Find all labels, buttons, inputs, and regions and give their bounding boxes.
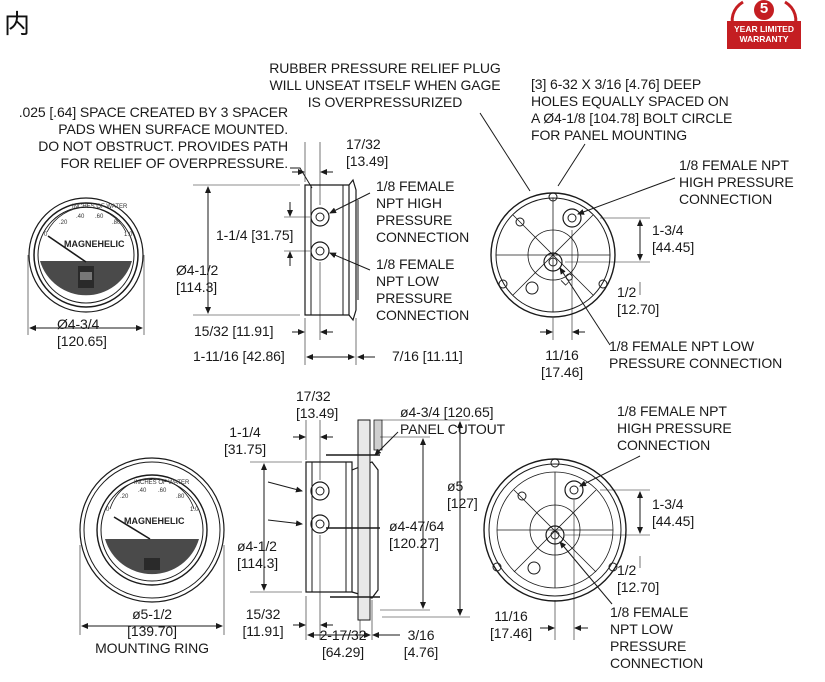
front-gauge-bottom — [80, 458, 224, 602]
bottom-rear-high: 1/8 FEMALE NPT HIGH PRESSURE CONNECTION — [617, 403, 732, 453]
top-dim-4-3-4: Ø4-3/4 [120.65] — [57, 316, 107, 349]
gauge-scale-60-top: .60 — [95, 214, 104, 220]
gauge-scale-60-bottom: .60 — [158, 488, 167, 494]
bottom-dim-2-17-32: 2-17/32 [64.29] — [319, 627, 367, 660]
bottom-rear-low: 1/8 FEMALE NPT LOW PRESSURE CONNECTION — [610, 604, 704, 671]
bottom-dim-17-32: 17/32 [13.49] — [296, 388, 339, 421]
bottom-dim-1-2: 1/2 [12.70] — [617, 562, 660, 595]
top-npt-high: 1/8 FEMALE NPT HIGH PRESSURE CONNECTION — [376, 178, 470, 245]
side-view-top — [305, 180, 358, 320]
side-view-bottom — [306, 420, 382, 620]
warranty-badge: 5 YEAR LIMITED WARRANTY — [725, 0, 803, 52]
gauge-scale-0-top: 0 — [44, 232, 48, 238]
top-npt-low: 1/8 FEMALE NPT LOW PRESSURE CONNECTION — [376, 256, 470, 323]
top-rear-low: 1/8 FEMALE NPT LOW PRESSURE CONNECTION — [609, 338, 783, 371]
top-dim-15-32: 15/32 [11.91] — [194, 323, 274, 339]
front-gauge-top — [29, 198, 143, 312]
top-dim-1-1-4: 1-1/4 [31.75] — [216, 227, 294, 243]
top-dim-11-16: 11/16 [17.46] — [540, 347, 584, 380]
bottom-dim-11-16: 11/16 [17.46] — [489, 608, 533, 641]
gauge-scale-80-bottom: .80 — [176, 494, 185, 500]
gauge-scale-100-top: 1.0 — [124, 232, 133, 238]
mounting-ring-dim: ø5-1/2 [139.70] MOUNTING RING — [95, 606, 209, 656]
top-dim-1-11-16: 1-11/16 [42.86] — [193, 348, 285, 364]
panel-cutout: ø4-3/4 [120.65] PANEL CUTOUT — [400, 404, 506, 437]
top-dim-1-3-4: 1-3/4 [44.45] — [652, 222, 695, 255]
bottom-dim-5: ø5 [127] — [447, 478, 478, 511]
rear-view-top: LO — [491, 193, 615, 317]
warranty-line2: WARRANTY — [739, 34, 789, 44]
bottom-dim-4-47-64: ø4-47/64 [120.27] — [389, 518, 445, 551]
gauge-scale-0-bottom: 0 — [106, 507, 110, 513]
warranty-number: 5 — [759, 0, 769, 17]
gauge-scale-20-bottom: .20 — [120, 494, 129, 500]
holes-note: [3] 6-32 X 3/16 [4.76] DEEP HOLES EQUALL… — [531, 76, 733, 143]
gauge-brand-bottom: MAGNEHELIC — [124, 516, 185, 526]
gauge-scale-40-top: .40 — [76, 214, 85, 220]
rear-view-bottom — [484, 459, 626, 601]
bottom-dim-1-3-4: 1-3/4 [44.45] — [652, 496, 695, 529]
bottom-dim-4-1-2: ø4-1/2 [114.3] — [237, 538, 279, 571]
spacer-note: .025 [.64] SPACE CREATED BY 3 SPACER PAD… — [18, 104, 288, 171]
gauge-scale-20-top: .20 — [59, 220, 68, 226]
bottom-dim-1-1-4: 1-1/4 [31.75] — [223, 424, 267, 457]
top-dim-7-16: 7/16 [11.11] — [392, 348, 463, 364]
gauge-units-top: INCHES OF WATER — [72, 204, 128, 210]
gauge-scale-40-bottom: .40 — [138, 488, 147, 494]
top-dim-17-32: 17/32 [13.49] — [346, 136, 389, 169]
warranty-bar — [727, 21, 801, 49]
bottom-dim-3-16: 3/16 [4.76] — [403, 627, 439, 660]
relief-plug-note: RUBBER PRESSURE RELIEF PLUG WILL UNSEAT … — [269, 60, 501, 110]
gauge-units-bottom: INCHES OF WATER — [134, 480, 190, 486]
corner-character: 内 — [4, 10, 31, 40]
gauge-scale-80-top: .80 — [112, 220, 121, 226]
top-dim-1-2: 1/2 [12.70] — [617, 284, 660, 317]
bottom-dim-15-32: 15/32 [11.91] — [242, 606, 284, 639]
gauge-brand-top: MAGNEHELIC — [64, 239, 125, 249]
gauge-scale-100-bottom: 1.0 — [190, 507, 199, 513]
top-dim-4-1-2: Ø4-1/2 [114.3] — [176, 262, 219, 295]
warranty-line1: YEAR LIMITED — [734, 24, 794, 34]
top-rear-high: 1/8 FEMALE NPT HIGH PRESSURE CONNECTION — [679, 157, 794, 207]
